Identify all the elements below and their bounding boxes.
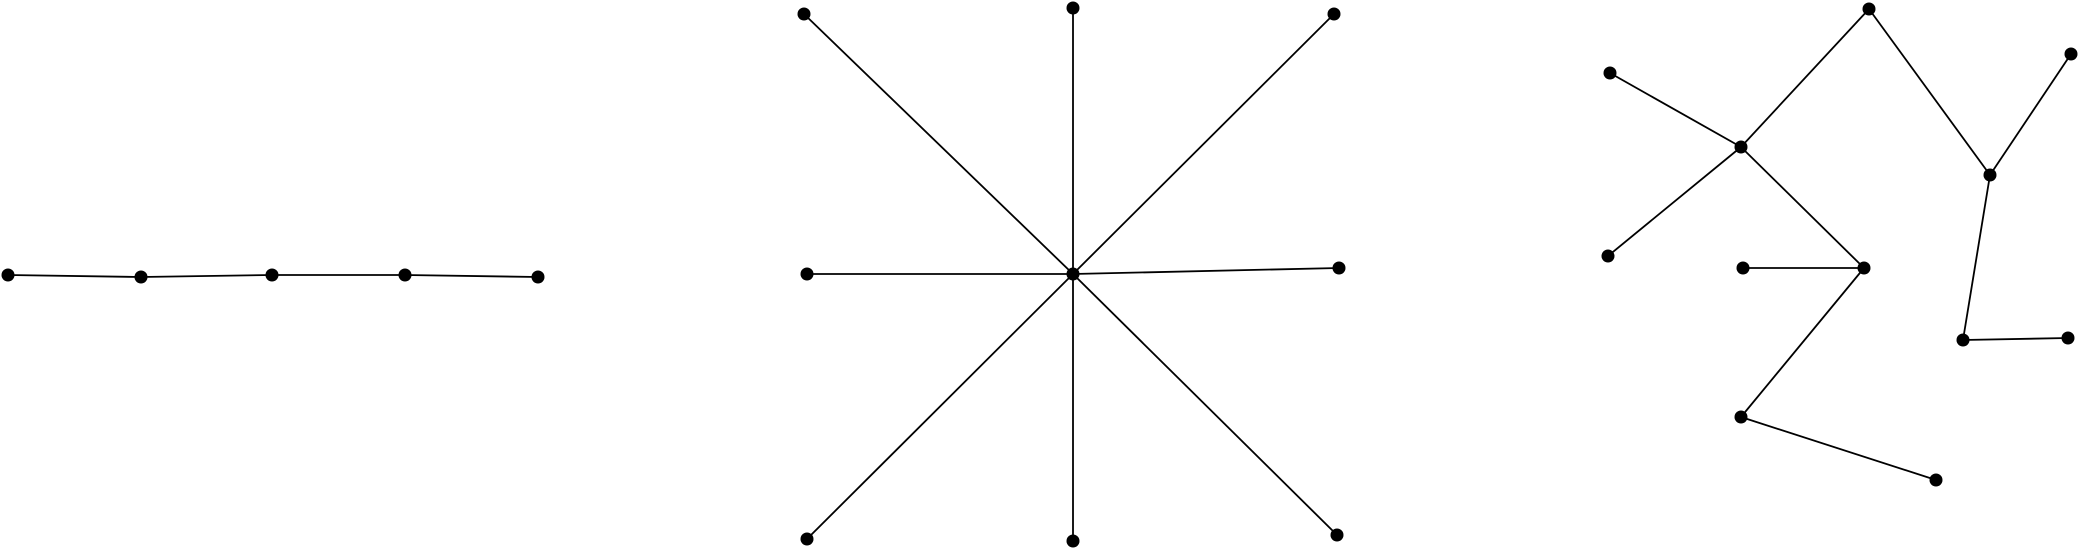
edge xyxy=(1072,273,1338,536)
node xyxy=(1,268,15,282)
node xyxy=(1862,2,1876,16)
node xyxy=(2061,331,2075,345)
edge xyxy=(1868,8,1991,176)
edge xyxy=(1989,53,2072,176)
edge xyxy=(1072,267,1340,275)
node xyxy=(1956,333,1970,347)
edge xyxy=(1609,72,1742,148)
node xyxy=(1983,168,1997,182)
node xyxy=(1066,267,1080,281)
edge xyxy=(1072,13,1335,275)
node xyxy=(1066,534,1080,548)
node xyxy=(531,270,545,284)
star-graph xyxy=(797,1,1346,548)
node xyxy=(1734,140,1748,154)
edge xyxy=(140,274,273,278)
node xyxy=(800,267,814,281)
node xyxy=(2064,47,2078,61)
edge xyxy=(1607,146,1742,257)
node xyxy=(797,7,811,21)
node xyxy=(1734,410,1748,424)
node xyxy=(1601,249,1615,263)
edge xyxy=(1740,267,1865,418)
node xyxy=(265,268,279,282)
edge xyxy=(7,274,142,278)
node xyxy=(1736,261,1750,275)
node xyxy=(1330,528,1344,542)
node xyxy=(134,270,148,284)
node xyxy=(1603,66,1617,80)
edge xyxy=(1740,146,1865,269)
tree-graph xyxy=(1601,2,2078,487)
edge xyxy=(1740,416,1937,481)
node xyxy=(800,532,814,546)
node xyxy=(398,268,412,282)
edge xyxy=(803,13,1074,275)
edge xyxy=(404,274,539,278)
node xyxy=(1066,1,1080,15)
node xyxy=(1857,261,1871,275)
edge xyxy=(806,273,1074,540)
node xyxy=(1332,261,1346,275)
path-graph xyxy=(1,268,545,284)
edge xyxy=(1962,174,1991,341)
edge xyxy=(1740,8,1870,148)
node xyxy=(1929,473,1943,487)
node xyxy=(1327,7,1341,21)
edge xyxy=(1962,337,2069,341)
